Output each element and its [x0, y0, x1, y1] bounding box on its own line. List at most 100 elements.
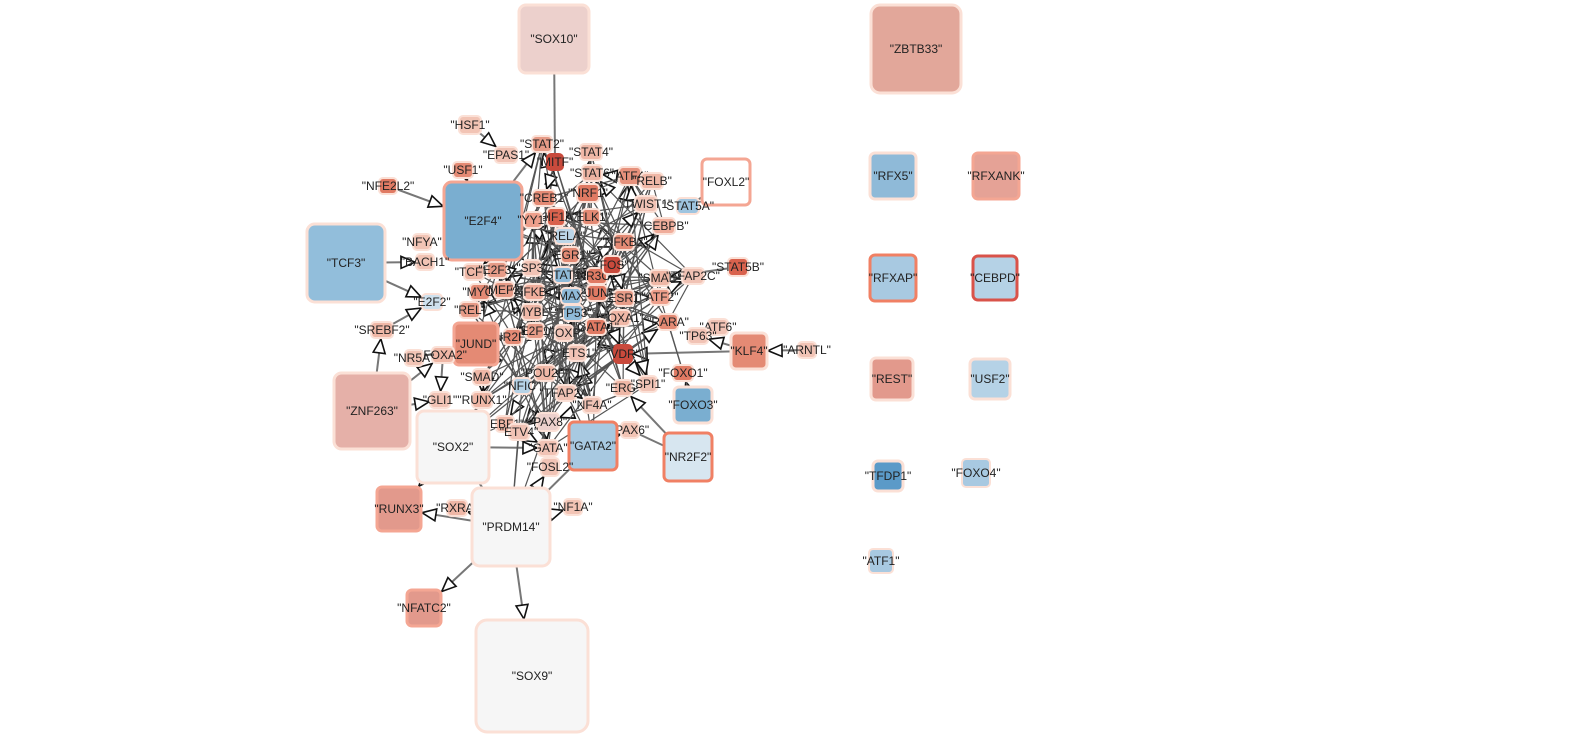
node-box-znf263[interactable] — [332, 371, 412, 451]
node-mitf[interactable]: "MITF" — [537, 153, 574, 171]
node-box-foxa1[interactable] — [609, 309, 631, 327]
node-smad2[interactable]: "SMAD" — [460, 368, 504, 386]
node-box-atf1[interactable] — [868, 548, 894, 574]
node-gata1[interactable]: "GATA1" — [573, 318, 619, 336]
node-bach1[interactable]: "BACH1" — [401, 253, 450, 271]
node-egr1[interactable]: "EGR1" — [549, 246, 591, 264]
node-usf2[interactable]: "USF2" — [968, 357, 1012, 401]
node-e2f4[interactable]: "E2F4" — [442, 180, 524, 262]
node-hsf1[interactable]: "HSF1" — [450, 115, 490, 135]
node-box-tcf7[interactable] — [463, 263, 485, 281]
node-jund[interactable]: "JUND" — [452, 321, 500, 367]
node-stat5a[interactable]: "STAT5A" — [662, 197, 714, 215]
node-box-gata2[interactable] — [567, 420, 619, 472]
node-stat1[interactable]: "STAT1" — [541, 266, 585, 284]
node-foxo4[interactable]: "FOXO4" — [951, 458, 1001, 488]
node-box-atf6[interactable] — [707, 318, 729, 336]
node-box-spi1[interactable] — [638, 375, 658, 393]
node-box-cebpb[interactable] — [652, 217, 676, 235]
node-box-stat5a[interactable] — [676, 197, 700, 215]
node-vdr[interactable]: "VDR" — [606, 344, 640, 364]
node-e2f1[interactable]: "E2F1" — [516, 322, 554, 340]
node-box-tp53[interactable] — [562, 304, 584, 322]
node-nf4a[interactable]: "NF4A" — [572, 396, 612, 414]
node-yy1[interactable]: "YY1" — [517, 211, 549, 229]
node-box-srebf2[interactable] — [370, 321, 394, 339]
node-box-ets1[interactable] — [567, 344, 587, 362]
node-nfkb1[interactable]: "NFKB1" — [510, 283, 558, 301]
node-box-runx3[interactable] — [375, 485, 423, 533]
node-box-foxo1[interactable] — [672, 364, 694, 382]
node-rel[interactable]: "REL" — [454, 301, 486, 319]
node-box-gli1[interactable] — [429, 391, 451, 409]
node-sox9[interactable]: "SOX9" — [474, 618, 590, 734]
node-box-klf4[interactable] — [729, 331, 769, 371]
node-foxo1[interactable]: "FOXO1" — [658, 364, 708, 382]
node-box-cebpd[interactable] — [971, 254, 1019, 302]
node-stat6[interactable]: "STAT6" — [570, 164, 614, 182]
node-fos[interactable]: "FOS" — [595, 255, 629, 275]
node-prdm14[interactable]: "PRDM14" — [470, 486, 552, 568]
node-box-nf1a[interactable] — [563, 498, 583, 516]
node-box-smad[interactable] — [649, 269, 671, 287]
node-stat2[interactable]: "STAT2" — [520, 135, 564, 153]
node-gli1[interactable]: "GLI1" — [423, 391, 458, 409]
node-box-pax6[interactable] — [620, 421, 640, 439]
node-foxa2[interactable]: "FOXA2" — [419, 346, 467, 364]
node-tcf7[interactable]: "TCF7" — [455, 263, 494, 281]
node-etv4[interactable]: "ETV4" — [500, 423, 539, 441]
node-box-rfxank[interactable] — [971, 151, 1021, 201]
node-sp3[interactable]: "SP3" — [516, 259, 548, 277]
node-box-mybl[interactable] — [521, 303, 543, 321]
node-nfkb2[interactable]: "NFKB2" — [600, 233, 648, 251]
node-box-stat5b[interactable] — [727, 257, 749, 277]
node-box-rfx5[interactable] — [868, 151, 918, 201]
node-box-mef2[interactable] — [493, 281, 515, 299]
node-box-runx1[interactable] — [471, 391, 493, 409]
node-stat4[interactable]: "STAT4" — [569, 143, 613, 161]
node-box-sox2[interactable] — [415, 409, 491, 485]
node-twist1[interactable]: "TWIST1" — [620, 195, 673, 213]
node-box-vdr[interactable] — [613, 344, 633, 364]
node-nfya[interactable]: "NFYA" — [402, 233, 442, 251]
node-rela[interactable]: "RELA" — [545, 227, 585, 245]
node-zbtb33[interactable]: "ZBTB33" — [869, 3, 963, 95]
node-runx1[interactable]: "RUNX1" — [457, 391, 507, 409]
node-box-nfatc2[interactable] — [405, 588, 443, 628]
node-box-rxra[interactable] — [446, 499, 468, 517]
node-box-nrf1[interactable] — [576, 183, 600, 203]
node-box-rela[interactable] — [554, 227, 576, 245]
node-box-usf2[interactable] — [968, 357, 1012, 401]
node-tfap2a[interactable]: "TFAP2A" — [539, 384, 593, 402]
node-box-nf4a[interactable] — [582, 396, 602, 414]
node-nr3c1[interactable]: "NR3C1" — [573, 267, 621, 285]
node-foxl2[interactable]: "FOXL2" — [700, 157, 752, 207]
node-nfatc2[interactable]: "NFATC2" — [397, 588, 451, 628]
node-box-foxl2[interactable] — [700, 157, 752, 207]
node-box-hsf1[interactable] — [458, 115, 482, 135]
node-atf1[interactable]: "ATF1" — [863, 548, 900, 574]
node-box-epas1[interactable] — [494, 146, 518, 164]
node-box-fos[interactable] — [602, 255, 622, 275]
node-nfic[interactable]: "NFIC" — [504, 377, 541, 395]
node-box-sox9[interactable] — [474, 618, 590, 734]
node-box-etv4[interactable] — [508, 423, 530, 441]
node-cebpd[interactable]: "CEBPD" — [970, 254, 1020, 302]
node-pax8[interactable]: "PAX8" — [529, 412, 567, 432]
node-foxa1[interactable]: "FOXA1" — [596, 309, 644, 327]
node-box-tfap2a[interactable] — [555, 384, 577, 402]
node-box-stat2[interactable] — [531, 135, 553, 153]
node-box-e2f4[interactable] — [442, 180, 524, 262]
node-box-nfya[interactable] — [412, 233, 432, 251]
node-e2f3[interactable]: "E2F3" — [478, 261, 516, 279]
node-box-tfap2c[interactable] — [681, 267, 705, 285]
node-box-rfxap[interactable] — [868, 253, 918, 303]
node-box-e2f1[interactable] — [525, 322, 545, 340]
node-rfxank[interactable]: "RFXANK" — [967, 151, 1025, 201]
node-runx3[interactable]: "RUNX3" — [374, 485, 424, 533]
node-box-rest[interactable] — [869, 356, 915, 402]
node-rara[interactable]: "RARA" — [647, 313, 689, 331]
node-box-usf1[interactable] — [452, 161, 474, 179]
node-spi1[interactable]: "SPI1" — [631, 375, 666, 393]
node-pou2[interactable]: "POU2F" — [521, 364, 570, 382]
